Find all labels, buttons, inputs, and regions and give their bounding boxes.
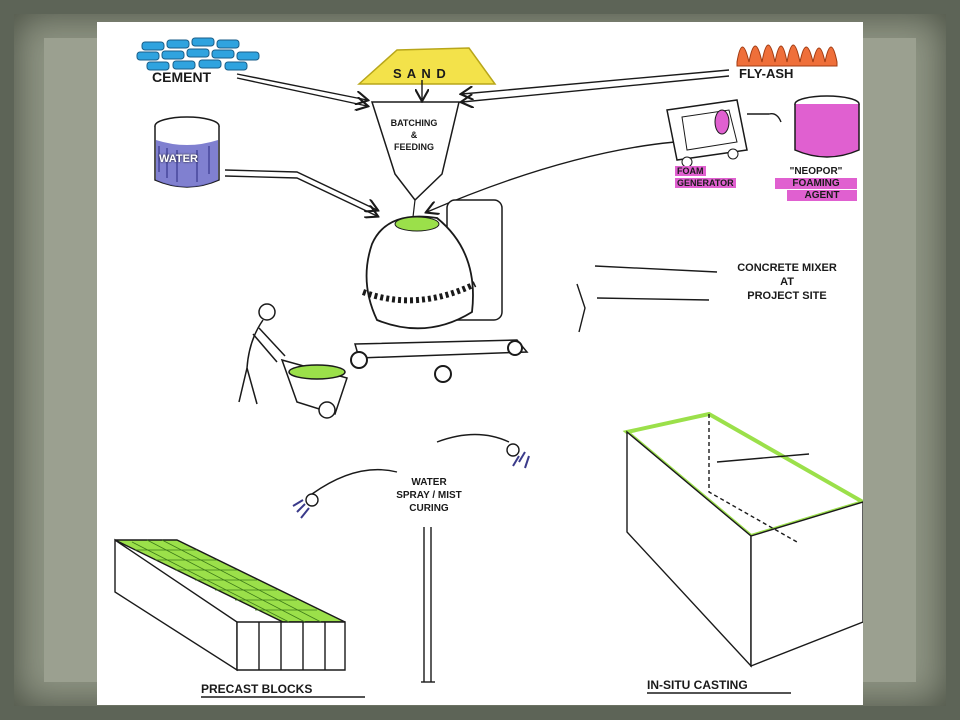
batching-label-1: BATCHING [390, 118, 438, 128]
diagram-sheet: CEMENT S A N D FLY-ASH WATER BATCHING & … [97, 22, 863, 705]
in-situ-box-icon [622, 411, 863, 668]
sand-label: S A N D [393, 66, 447, 81]
mixer-label-2: AT [780, 276, 794, 288]
water-drum-icon [154, 116, 220, 188]
foam-label-2: GENERATOR [675, 178, 736, 188]
batching-label-2: & [410, 130, 418, 140]
sand-pile-icon [357, 47, 497, 85]
neopor-label-1: "NEOPOR" [789, 166, 843, 177]
diagram-canvas [114, 37, 863, 698]
fly-ash-label: FLY-ASH [739, 66, 794, 81]
precast-label: PRECAST BLOCKS [201, 682, 313, 696]
worker-wheelbarrow-icon [238, 303, 348, 419]
curing-label-3: CURING [409, 503, 449, 514]
cement-bags-icon [136, 37, 260, 71]
water-spray-icon [292, 433, 530, 683]
mixer-label-3: PROJECT SITE [747, 290, 827, 302]
foam-label-1: FOAM [675, 166, 706, 176]
curing-label-2: SPRAY / MIST [396, 490, 462, 501]
water-label: WATER [159, 153, 198, 165]
insitu-label: IN-SITU CASTING [647, 678, 748, 692]
curing-label-1: WATER [411, 477, 447, 488]
neopor-label-3: AGENT [787, 190, 857, 201]
batching-hopper-icon [370, 101, 460, 218]
input-arrows [224, 69, 730, 216]
mixer-arrows [576, 265, 718, 333]
neopor-label-2: FOAMING [775, 178, 857, 189]
fly-ash-icon [736, 44, 838, 67]
neopor-drum-icon [794, 95, 860, 158]
precast-blocks-icon [114, 538, 346, 672]
mixer-label-1: CONCRETE MIXER [737, 262, 837, 274]
cement-label: CEMENT [152, 69, 212, 85]
concrete-mixer-icon [350, 199, 529, 383]
batching-label-3: FEEDING [393, 142, 434, 152]
foam-generator-icon [666, 99, 782, 168]
